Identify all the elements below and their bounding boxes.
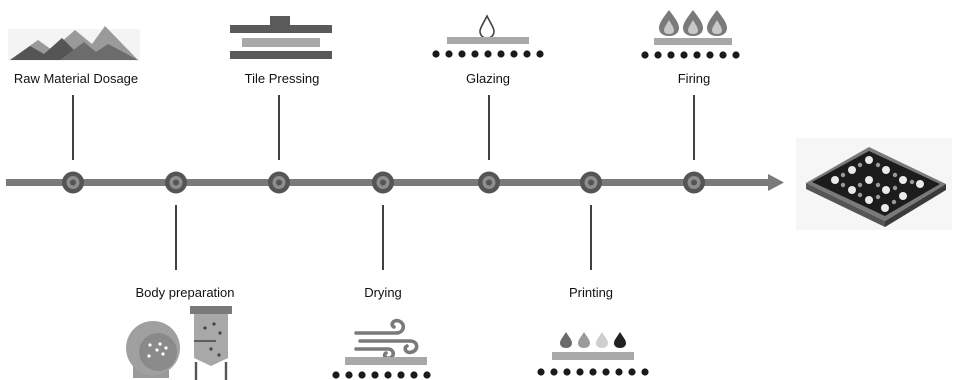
- connectors: [72, 95, 695, 270]
- step-label-firing: Firing: [677, 71, 711, 86]
- nodes: [62, 171, 705, 194]
- node-drying: [372, 171, 394, 194]
- step-label-raw-material: Raw Material Dosage: [13, 71, 139, 86]
- step-label-printing: Printing: [568, 285, 614, 300]
- drying-conveyor: [332, 357, 431, 379]
- mountains-icon: [8, 26, 140, 61]
- node-raw-material: [62, 171, 84, 194]
- node-body-preparation: [165, 171, 187, 194]
- glaze-drop-icon: [432, 14, 544, 58]
- step-label-glazing: Glazing: [465, 71, 511, 86]
- wind-dryer-icon: [354, 318, 419, 360]
- step-label-body-preparation: Body preparation: [135, 285, 235, 300]
- ink-drops-icon: [537, 332, 649, 376]
- node-glazing: [478, 171, 500, 194]
- flames-icon: [641, 10, 740, 59]
- decorated-tile-icon: [796, 138, 952, 230]
- step-label-tile-pressing: Tile Pressing: [244, 71, 320, 86]
- node-printing: [580, 171, 602, 194]
- step-label-drying: Drying: [364, 285, 402, 300]
- timeline-arrowhead: [768, 174, 784, 191]
- ball-mill-silo-icon: [126, 306, 232, 380]
- node-firing: [683, 171, 705, 194]
- press-icon: [230, 16, 332, 59]
- node-tile-pressing: [268, 171, 290, 194]
